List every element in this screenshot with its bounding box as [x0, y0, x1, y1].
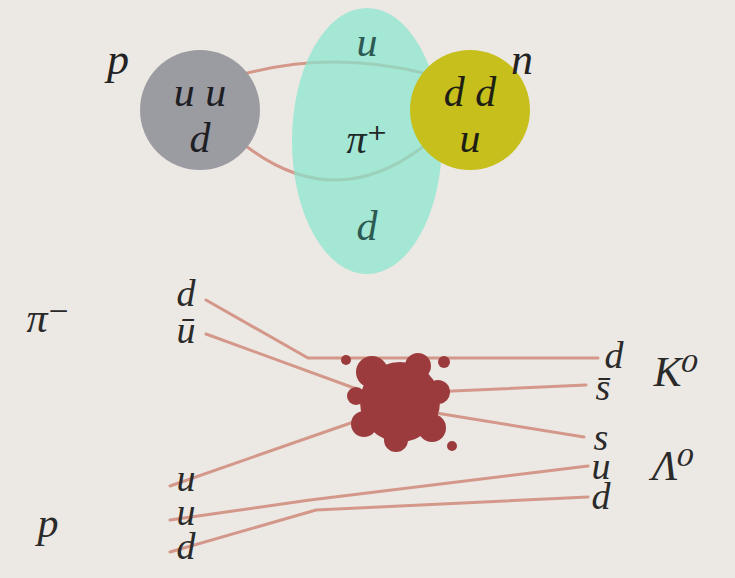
particle-label: p — [38, 502, 59, 544]
neutron-circle: nd du — [410, 50, 530, 170]
quark-line — [430, 412, 584, 437]
quark-label: d — [177, 274, 196, 312]
quark-label: ū — [177, 311, 196, 349]
quark-line — [206, 300, 598, 358]
quark-line — [170, 466, 588, 520]
quark-label: d — [177, 527, 196, 565]
quark-label: u — [357, 21, 378, 63]
particle-label: π⁺ — [346, 120, 387, 160]
quark-label: d — [592, 477, 611, 515]
quark-label: u — [177, 493, 196, 531]
quark-line — [170, 418, 365, 486]
quark-label: s̄ — [596, 368, 611, 406]
quark-label: u — [177, 459, 196, 497]
quark-label: d — [190, 117, 211, 159]
quark-label: u — [460, 117, 481, 159]
quark-line — [430, 385, 586, 392]
particle-label: Λ⁰ — [652, 445, 694, 487]
particle-label: K⁰ — [654, 351, 699, 393]
quark-line — [206, 334, 365, 392]
quark-label: d — [357, 205, 378, 247]
interaction-splat — [341, 353, 457, 452]
quark-label: u u — [174, 71, 227, 113]
node-heading: n — [511, 38, 533, 82]
proton-circle: pu ud — [140, 50, 260, 170]
quark-line — [170, 497, 588, 552]
quark-label: d d — [444, 71, 497, 113]
particle-label: π⁻ — [26, 297, 69, 339]
node-heading: p — [107, 38, 129, 82]
